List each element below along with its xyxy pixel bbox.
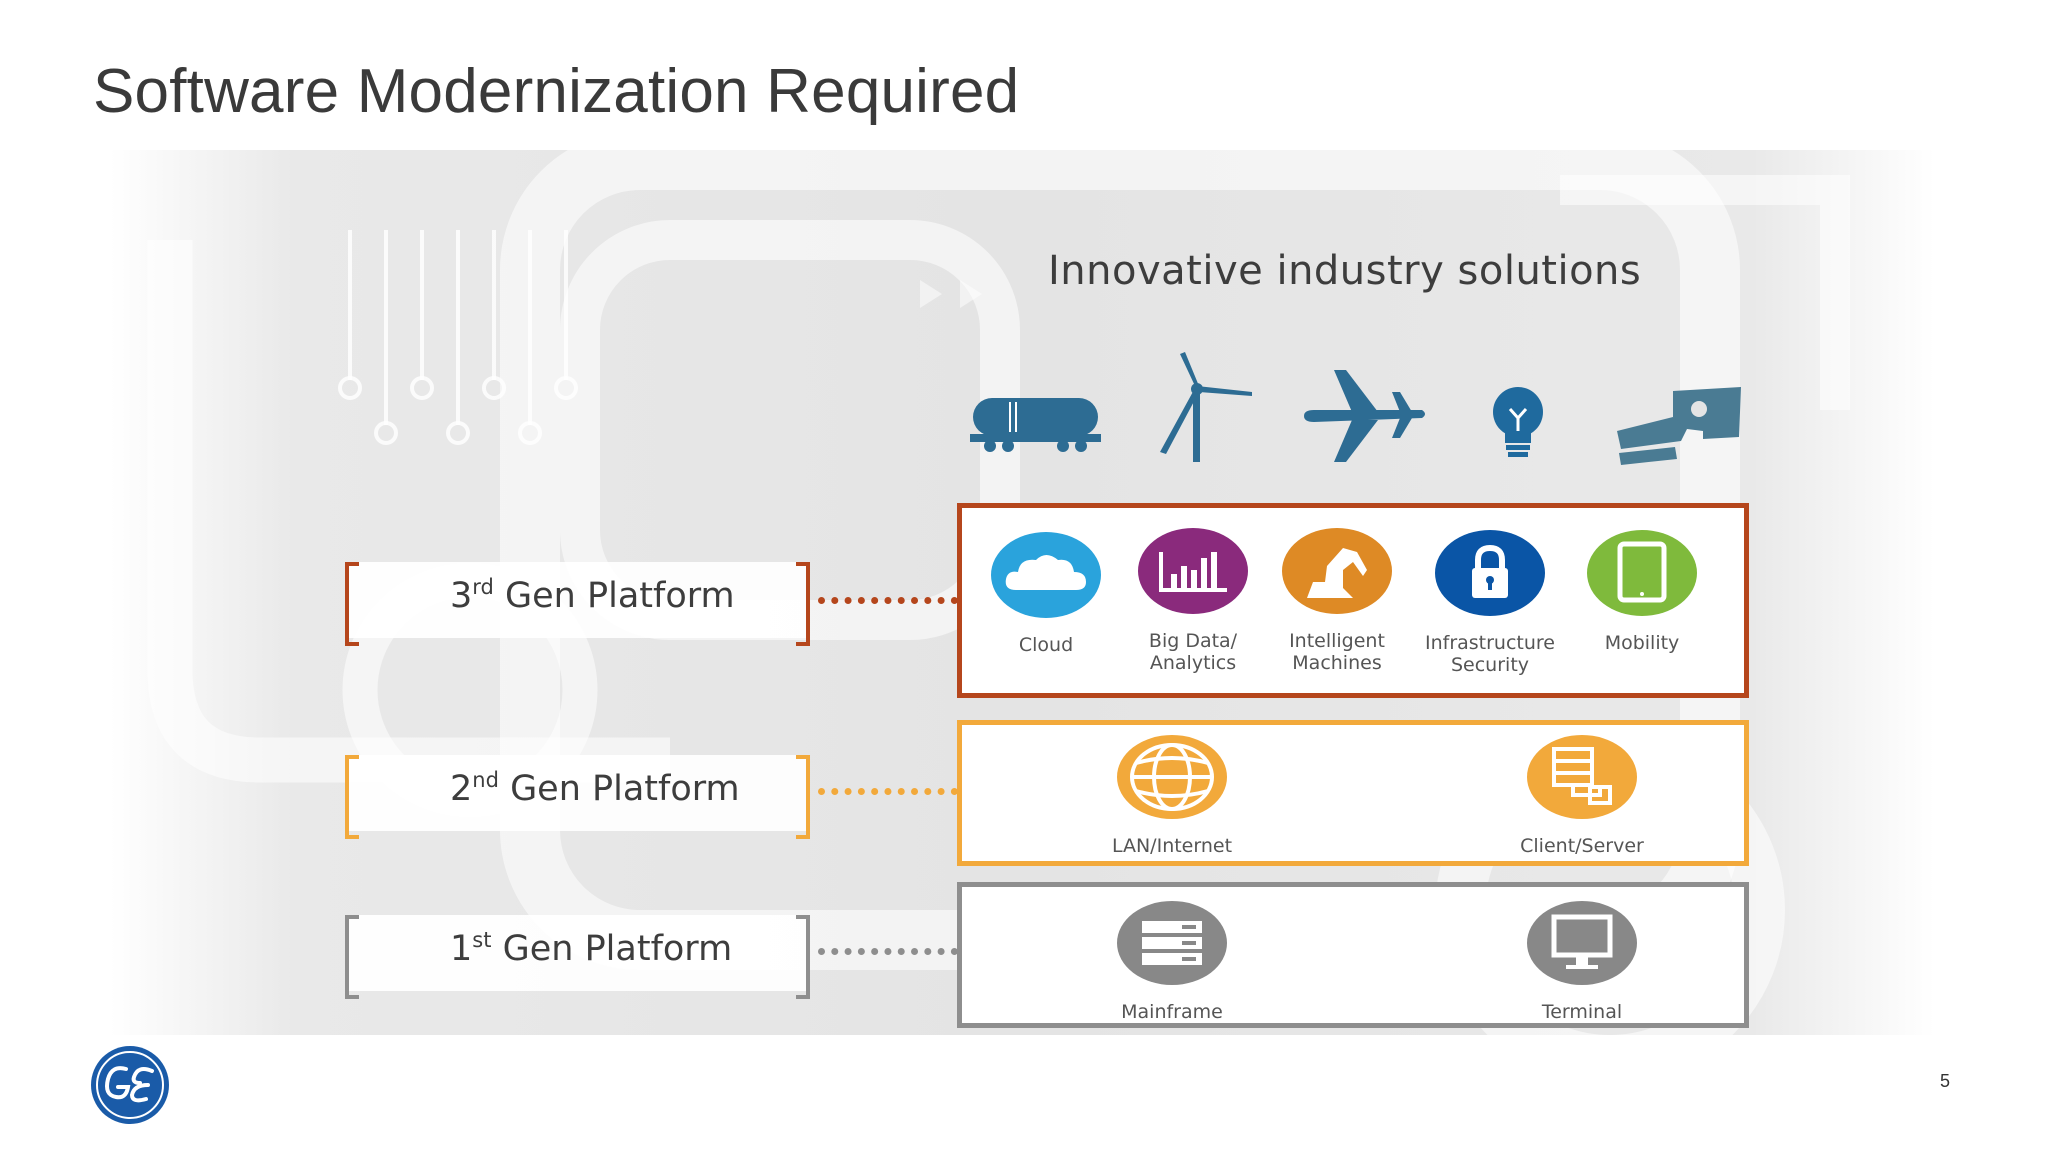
wind-turbine-icon [1160, 352, 1252, 462]
connector-3rd-gen [818, 597, 958, 604]
robot-arm-icon [1617, 387, 1741, 465]
rail-tank-car-icon [970, 398, 1101, 452]
right-bracket [796, 562, 810, 646]
globe-icon [1117, 735, 1227, 819]
ge-logo-icon [91, 1046, 169, 1124]
platform-name: 3rd Gen Platform [450, 575, 735, 616]
tier-item-infrastructure-security: Infrastructure Security [1415, 528, 1565, 676]
tier-box-3rd-gen: Cloud Big Data/ Analytics Intelligent Ma… [957, 503, 1749, 698]
slide-title: Software Modernization Required [93, 57, 1020, 126]
robot-arm-icon [1282, 528, 1392, 614]
tier-item-cloud: Cloud [986, 530, 1106, 656]
light-bulb-icon [1493, 387, 1543, 457]
diagram-headline: Innovative industry solutions [1048, 248, 1642, 294]
platform-label-1st-gen: 1st Gen Platform [345, 915, 810, 999]
platform-label-2nd-gen: 2nd Gen Platform [345, 755, 810, 839]
tier-item-mobility: Mobility [1582, 528, 1702, 654]
connector-1st-gen [818, 948, 958, 955]
left-bracket [345, 562, 359, 646]
monitor-icon [1527, 901, 1637, 985]
page-number: 5 [1940, 1071, 1951, 1091]
tier-item-intelligent-machines: Intelligent Machines [1274, 526, 1400, 674]
platform-name: 1st Gen Platform [450, 928, 733, 969]
left-bracket [345, 755, 359, 839]
airplane-icon [1304, 370, 1425, 462]
mainframe-icon [1117, 901, 1227, 985]
cloud-icon [991, 532, 1101, 618]
tier-box-2nd-gen: LAN/Internet Client/Server [957, 720, 1749, 866]
platform-label-3rd-gen: 3rd Gen Platform [345, 562, 810, 646]
tier-item-mainframe: Mainframe [1092, 899, 1252, 1023]
client-server-icon [1527, 735, 1637, 819]
bar-chart-icon [1138, 528, 1248, 614]
lock-icon [1435, 530, 1545, 616]
tier-item-client-server: Client/Server [1487, 733, 1677, 857]
tier-box-1st-gen: Mainframe Terminal [957, 882, 1749, 1028]
right-bracket [796, 915, 810, 999]
tier-item-terminal: Terminal [1502, 899, 1662, 1023]
tier-item-big-data-analytics: Big Data/ Analytics [1132, 526, 1254, 674]
tablet-icon [1587, 530, 1697, 616]
connector-2nd-gen [818, 788, 958, 795]
tier-item-lan-internet: LAN/Internet [1082, 733, 1262, 857]
left-bracket [345, 915, 359, 999]
platform-name: 2nd Gen Platform [450, 768, 740, 809]
right-bracket [796, 755, 810, 839]
